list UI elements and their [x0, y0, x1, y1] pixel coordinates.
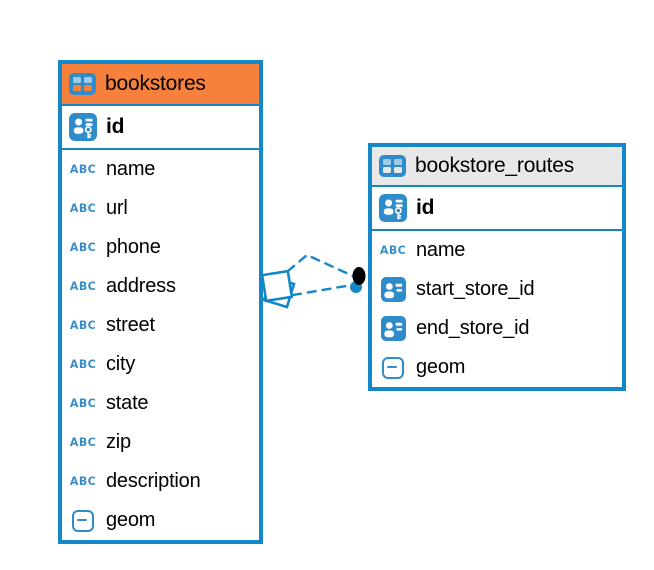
column-name: id: [416, 196, 435, 219]
column-name: geom: [416, 356, 466, 378]
column-row[interactable]: ABC zip: [62, 423, 259, 462]
relation-line-lower: [291, 283, 354, 297]
table-title: bookstore_routes: [415, 154, 575, 177]
column-name: name: [416, 239, 466, 261]
text-type-icon: ABC: [69, 435, 97, 450]
column-name: url: [106, 197, 128, 219]
table-bookstore-routes-header[interactable]: bookstore_routes: [372, 147, 622, 187]
foreign-key-icon: [380, 316, 406, 341]
table-icon: [69, 73, 96, 95]
text-type-icon: ABC: [379, 243, 407, 258]
table-title: bookstores: [105, 72, 206, 95]
column-row[interactable]: ABC city: [62, 345, 259, 384]
column-row[interactable]: ABC address: [62, 267, 259, 306]
column-name: end_store_id: [416, 317, 530, 339]
text-type-icon: ABC: [69, 201, 97, 216]
column-name: city: [106, 353, 136, 375]
column-row[interactable]: ABC state: [62, 384, 259, 423]
column-name: zip: [106, 431, 131, 453]
column-name: description: [106, 470, 201, 492]
column-row[interactable]: geom: [372, 348, 622, 387]
column-row[interactable]: ABC url: [62, 189, 259, 228]
column-name: name: [106, 158, 156, 180]
column-name: geom: [106, 509, 156, 531]
text-type-icon: ABC: [69, 240, 97, 255]
text-type-icon: ABC: [69, 279, 97, 294]
many-end-marker: [260, 269, 296, 309]
column-name: address: [106, 275, 176, 297]
column-name: phone: [106, 236, 161, 258]
column-row[interactable]: ABC description: [62, 462, 259, 501]
relation-line-upper: [286, 253, 355, 278]
table-bookstores-header[interactable]: bookstores: [62, 64, 259, 106]
column-name: id: [106, 115, 125, 138]
text-type-icon: ABC: [69, 357, 97, 372]
text-type-icon: ABC: [69, 396, 97, 411]
column-row[interactable]: ABC name: [62, 150, 259, 189]
column-row[interactable]: end_store_id: [372, 309, 622, 348]
table-icon: [379, 155, 406, 177]
table-bookstore-routes[interactable]: bookstore_routes id: [368, 143, 626, 391]
geometry-type-icon: [382, 356, 404, 379]
column-name: start_store_id: [416, 278, 535, 300]
primary-key-icon: [379, 194, 407, 222]
text-type-icon: ABC: [69, 162, 97, 177]
geometry-type-icon: [72, 509, 94, 532]
column-row[interactable]: ABC street: [62, 306, 259, 345]
column-row[interactable]: ABC name: [372, 231, 622, 270]
column-row-id[interactable]: id: [62, 106, 259, 150]
table-bookstores[interactable]: bookstores id: [58, 60, 263, 544]
text-type-icon: ABC: [69, 474, 97, 489]
column-row[interactable]: ABC phone: [62, 228, 259, 267]
column-row[interactable]: start_store_id: [372, 270, 622, 309]
column-name: street: [106, 314, 155, 336]
primary-key-icon: [69, 113, 97, 141]
column-row-id[interactable]: id: [372, 187, 622, 231]
column-row[interactable]: geom: [62, 501, 259, 540]
one-end-marker: [350, 267, 366, 293]
column-name: state: [106, 392, 149, 414]
text-type-icon: ABC: [69, 318, 97, 333]
foreign-key-icon: [380, 277, 406, 302]
